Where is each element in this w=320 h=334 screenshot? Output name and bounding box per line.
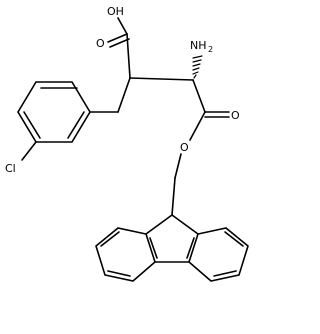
chemical-structure: OH O NH 2 O O Cl	[5, 5, 249, 282]
fluorenyl-right-ring	[188, 227, 249, 282]
fluorenyl-left-inner-3	[100, 231, 120, 247]
chlorophenyl-inner-3	[67, 111, 85, 139]
bond-ring-cl	[21, 141, 37, 161]
label-amine: NH	[190, 39, 207, 52]
atom-labels: OH O NH 2 O O Cl	[5, 5, 240, 175]
fluorenyl-left-inner-1	[149, 237, 158, 259]
bond-cooh-c-alpha	[126, 33, 131, 79]
bond-ch-ch2	[117, 77, 131, 113]
label-ester-o: O	[180, 141, 189, 154]
bonds	[17, 17, 249, 282]
fluorenyl-right-inner-1	[186, 237, 195, 259]
bond-ch-chnh2	[129, 77, 194, 81]
chlorophenyl-ring	[17, 81, 91, 143]
label-amine-subscript: 2	[208, 45, 213, 54]
label-carbonyl-o-acid: O	[96, 37, 105, 50]
fluorenyl-right-inner-3	[224, 231, 244, 247]
fluorenyl-c9-right	[171, 214, 199, 235]
bond-ester-c-o-single	[189, 111, 206, 141]
fluorenyl-c9-left	[145, 214, 173, 235]
label-carbonyl-o-ester: O	[231, 109, 240, 122]
fluorenyl-right-inner-2	[213, 270, 237, 277]
fluorenyl-left-ring	[95, 227, 156, 282]
bond-o-ch2	[174, 153, 182, 179]
label-chlorine: Cl	[5, 162, 16, 175]
bond-cooh-c-o-double-a	[107, 33, 128, 43]
stereo-hash-wedge	[192, 55, 203, 79]
chlorophenyl-inner-2	[23, 111, 41, 139]
fluorenyl-left-inner-2	[107, 270, 131, 277]
bond-chnh2-ester-c	[192, 79, 206, 113]
bond-cooh-c-o-double-b	[109, 38, 130, 48]
bond-ch2-fluorenyl	[171, 177, 176, 216]
label-hydroxyl: OH	[107, 5, 124, 18]
bond-cooh-c-oh	[117, 17, 128, 35]
